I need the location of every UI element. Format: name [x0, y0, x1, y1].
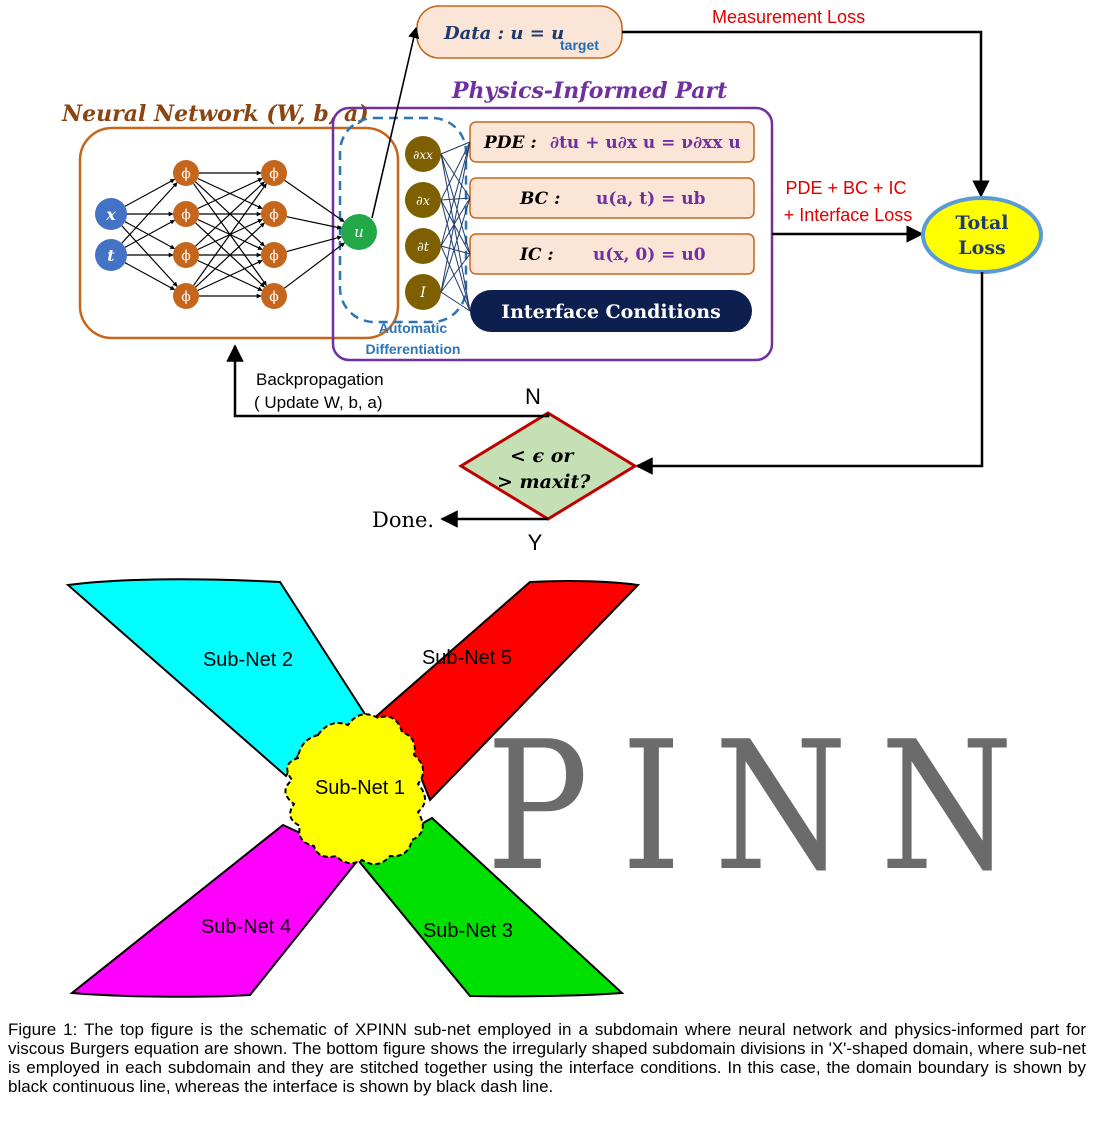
derivative-edge	[440, 141, 471, 155]
data-subscript: target	[560, 37, 599, 53]
network-edge	[197, 177, 263, 210]
network-edge	[193, 183, 267, 286]
total-loss-line1: Total	[956, 212, 1009, 234]
network-edge	[121, 225, 178, 287]
network-edge	[286, 235, 343, 253]
network-edge	[121, 182, 178, 244]
input-label-t: t	[107, 246, 115, 265]
svg-text:ϕ: ϕ	[269, 289, 279, 305]
interface-conditions-box	[470, 290, 752, 332]
network-edge	[195, 181, 265, 247]
input-label-x: x	[105, 205, 116, 224]
data-label: Data : u = u	[443, 23, 564, 44]
derivative-edge	[440, 141, 471, 247]
derivative-edge	[440, 245, 471, 312]
figure-canvas: Neural Network (W, b, a) Physics-Informe…	[61, 5, 1046, 998]
network-edge	[124, 178, 176, 207]
output-label-u: u	[354, 223, 364, 241]
derivative-edge	[440, 199, 471, 312]
bc-equation: u(a, t) = ub	[596, 189, 706, 209]
subnet-3-region	[356, 816, 625, 998]
subnet-2-label: Sub-Net 2	[203, 649, 293, 671]
measurement-loss-label: Measurement Loss	[712, 7, 865, 27]
output-node-u	[341, 214, 377, 250]
subnet-5-label: Sub-Net 5	[422, 647, 512, 669]
subnet-3-label: Sub-Net 3	[423, 920, 513, 942]
deriv-label-t: ∂t	[417, 240, 430, 255]
backprop-line1: Backpropagation	[256, 370, 384, 389]
derivative-edge	[440, 291, 471, 312]
x-domain: Sub-Net 2 Sub-Net 5 Sub-Net 1 Sub-Net 4 …	[65, 578, 1046, 998]
bc-label: BC :	[519, 189, 560, 209]
neural-network-box	[78, 126, 400, 340]
identity-node	[405, 274, 441, 310]
network-edge	[195, 222, 265, 288]
hidden-layer-1: ϕ ϕ ϕ ϕ	[173, 160, 199, 309]
svg-text:ϕ: ϕ	[269, 248, 279, 264]
svg-text:ϕ: ϕ	[181, 248, 191, 264]
loss-sum-line1: PDE + BC + IC	[785, 178, 906, 198]
pinn-wordmark: PINN	[486, 703, 1046, 910]
subnet-1-region	[284, 713, 426, 866]
derivative-edges	[440, 141, 471, 312]
network-edge	[284, 242, 346, 289]
derivative-edge	[440, 141, 471, 201]
interface-conditions-label: Interface Conditions	[501, 301, 721, 323]
svg-text:ϕ: ϕ	[269, 207, 279, 223]
ic-equation: u(x, 0) = u0	[593, 245, 706, 265]
input-node-t	[95, 239, 127, 271]
physics-informed-title: Physics-Informed Part	[451, 78, 727, 104]
deriv-node-xx	[405, 136, 441, 172]
svg-text:ϕ: ϕ	[269, 166, 279, 182]
done-label: Done.	[372, 508, 434, 532]
network-edges	[121, 170, 346, 299]
derivative-edge	[440, 245, 471, 255]
network-edge	[124, 219, 176, 248]
total-loss-line2: Loss	[958, 237, 1005, 259]
deriv-node-x	[405, 182, 441, 218]
ic-label: IC :	[519, 245, 554, 265]
neural-network-title: Neural Network (W, b, a)	[61, 101, 369, 127]
svg-text:ϕ: ϕ	[181, 207, 191, 223]
pde-label: PDE :	[483, 133, 537, 153]
derivative-edge	[440, 197, 471, 247]
figure-caption: Figure 1: The top figure is the schemati…	[8, 1020, 1086, 1096]
decision-line2: > maxit?	[497, 471, 591, 493]
hidden-layer-2: ϕ ϕ ϕ ϕ	[261, 160, 287, 309]
deriv-node-t	[405, 228, 441, 264]
input-node-x	[95, 198, 127, 230]
derivative-edge	[440, 199, 471, 255]
no-branch-label: N	[525, 384, 541, 409]
network-edge	[124, 221, 176, 250]
deriv-label-x: ∂x	[416, 194, 431, 209]
network-edge	[124, 262, 176, 291]
derivative-edge	[440, 253, 471, 293]
network-edge	[197, 259, 263, 292]
loss-sum-line2: + Interface Loss	[784, 205, 913, 225]
yes-branch-label: Y	[528, 530, 543, 555]
decision-line1: < ϵ or	[510, 445, 575, 467]
identity-label: I	[419, 285, 426, 301]
subnet-1-label: Sub-Net 1	[315, 777, 405, 799]
derivative-edge	[440, 197, 471, 293]
derivative-edge	[440, 153, 471, 199]
autodiff-label-line2: Differentiation	[366, 341, 461, 357]
network-edge	[284, 179, 345, 223]
backprop-line2: ( Update W, b, a)	[254, 393, 383, 412]
autodiff-label-line1: Automatic	[379, 320, 448, 336]
deriv-label-xx: ∂xx	[413, 148, 433, 162]
svg-text:ϕ: ϕ	[181, 289, 191, 305]
subnet-4-label: Sub-Net 4	[201, 916, 291, 938]
svg-text:ϕ: ϕ	[181, 166, 191, 182]
derivative-edge	[440, 153, 471, 312]
subnet-4-region	[69, 823, 360, 998]
derivative-edge	[440, 153, 471, 255]
derivative-edge	[440, 141, 471, 293]
total-loss-node	[921, 196, 1043, 274]
pde-equation: ∂tu + u∂x u = ν∂xx u	[550, 133, 741, 153]
derivative-edge	[440, 197, 471, 201]
network-edge	[286, 216, 342, 230]
